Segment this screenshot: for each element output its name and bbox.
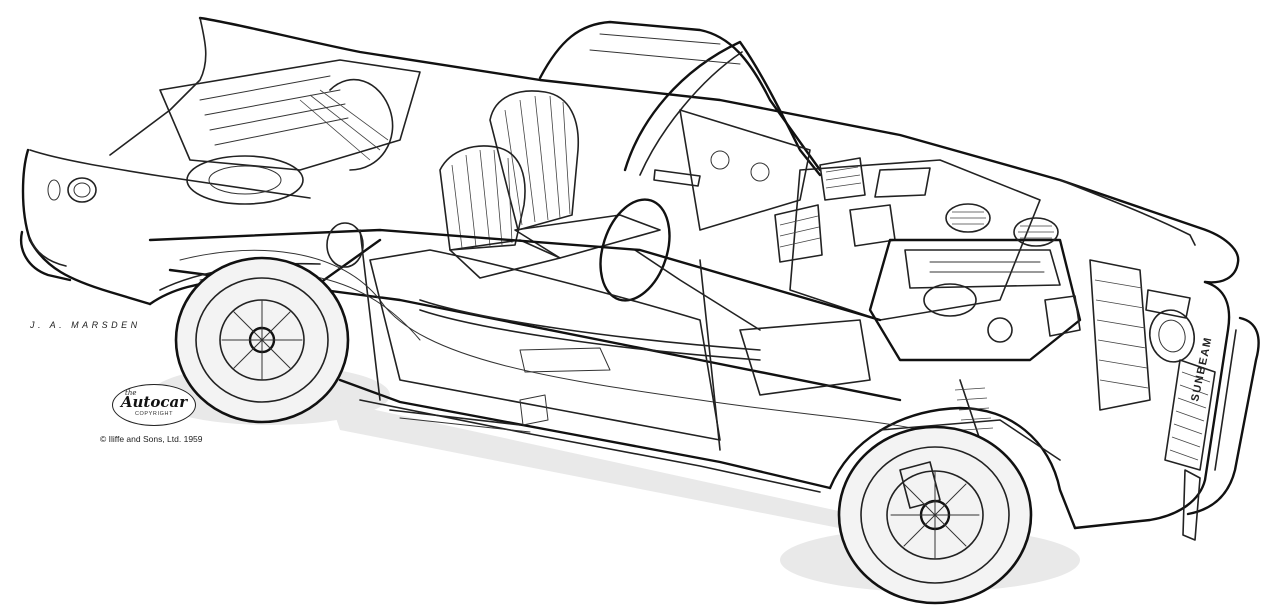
front-bumper xyxy=(1186,316,1260,516)
rear-panel xyxy=(21,148,152,306)
handbrake xyxy=(519,347,611,373)
oil-filter xyxy=(1044,295,1081,337)
rear-rim xyxy=(195,277,329,403)
rear-bumper xyxy=(19,230,72,282)
copyright-notice: © Iliffe and Sons, Ltd. 1959 xyxy=(100,434,203,444)
air-cleaner-mesh xyxy=(950,211,1054,239)
rear-compartment xyxy=(159,59,421,205)
fuel-tank xyxy=(329,78,394,171)
rear-bumper-inner xyxy=(29,237,67,267)
heater-box xyxy=(874,167,931,198)
rear-deck-edge xyxy=(29,149,311,199)
side-vent-slats xyxy=(779,215,821,248)
front-wheel-spokes xyxy=(890,470,980,560)
dynamo xyxy=(923,283,977,317)
differential xyxy=(326,222,364,268)
spare-wheel xyxy=(186,155,304,205)
driver-seat-back xyxy=(489,90,580,231)
distributor xyxy=(987,317,1013,343)
rear-reflector xyxy=(47,179,61,201)
bulkhead xyxy=(789,159,1041,321)
radiator xyxy=(1089,259,1151,411)
front-rim xyxy=(860,446,1010,584)
exhaust-pipe xyxy=(389,409,521,426)
front-panel xyxy=(1073,280,1231,530)
boot-floor-ribs xyxy=(199,75,349,146)
engine-block xyxy=(868,238,1082,362)
badge-subtitle: COPYRIGHT xyxy=(134,411,174,417)
driver-seat-cushion xyxy=(514,214,661,259)
bumper-overrider xyxy=(1182,469,1201,541)
front-coil-spring xyxy=(959,379,981,441)
rear-wheel xyxy=(174,256,350,424)
grille-bars xyxy=(1169,371,1211,461)
rear-wheel-spokes xyxy=(221,299,303,381)
rocker-cover-ribs xyxy=(929,261,1045,273)
side-vent xyxy=(774,204,823,263)
windscreen-glass xyxy=(538,20,822,172)
windscreen-frame xyxy=(623,40,822,177)
front-wishbone xyxy=(879,419,1061,461)
front-brake-caliper xyxy=(899,461,941,509)
headlamp xyxy=(1149,309,1195,363)
cross-member-rear xyxy=(359,229,381,401)
coil-spring-turns xyxy=(954,387,994,431)
front-bumper-inner xyxy=(1214,329,1237,471)
dashboard xyxy=(679,109,811,231)
autocar-badge: the Autocar COPYRIGHT xyxy=(112,384,196,426)
propeller-shaft-lower xyxy=(419,309,761,361)
door-panel xyxy=(369,249,721,441)
headlamp-lens xyxy=(1158,319,1186,353)
badge-the: the xyxy=(125,389,137,397)
tail-light xyxy=(67,177,97,203)
chassis-rail-upper xyxy=(148,228,882,322)
windscreen-reflections xyxy=(589,33,741,65)
door-lock xyxy=(519,394,549,426)
steering-column xyxy=(634,249,761,331)
windscreen xyxy=(538,20,822,177)
front-wheel-arch xyxy=(828,406,1077,530)
exhaust-pipe-lower xyxy=(399,417,531,433)
air-cleaner-front xyxy=(945,203,991,233)
brake-line xyxy=(179,249,961,441)
body-shadow xyxy=(330,400,900,540)
artist-signature: J. A. MARSDEN xyxy=(30,320,141,330)
steering-wheel xyxy=(599,198,671,302)
air-cleaner-rear xyxy=(1013,217,1059,247)
fuel-tank-shading xyxy=(299,89,389,161)
badge-title: Autocar xyxy=(120,393,188,411)
gearbox xyxy=(739,319,871,396)
driver-seat-pleats xyxy=(504,95,571,226)
tachometer xyxy=(750,162,770,182)
door-handle xyxy=(653,169,701,187)
passenger-seat-pleats xyxy=(451,149,513,249)
seats xyxy=(439,90,661,279)
rocker-cover xyxy=(904,249,1061,289)
radiator-core xyxy=(1094,279,1149,389)
body-top-line xyxy=(198,16,1240,284)
front-wheel xyxy=(837,425,1033,605)
grille xyxy=(1164,359,1216,471)
sidelight xyxy=(1145,289,1191,319)
cowl-vent-slats xyxy=(825,166,862,189)
speedometer xyxy=(710,150,730,170)
tail-light-lens xyxy=(73,182,91,198)
rear-fin-edge xyxy=(109,17,207,156)
bonnet-edge xyxy=(1059,179,1196,246)
cowl-vent xyxy=(819,157,866,201)
passenger-seat-cushion xyxy=(449,239,561,279)
spare-wheel-hub xyxy=(208,165,282,195)
engine-bay xyxy=(774,157,1151,411)
cockpit xyxy=(599,109,811,331)
boot-floor xyxy=(159,59,421,171)
passenger-seat-back xyxy=(439,145,526,251)
master-cylinder xyxy=(849,204,896,247)
